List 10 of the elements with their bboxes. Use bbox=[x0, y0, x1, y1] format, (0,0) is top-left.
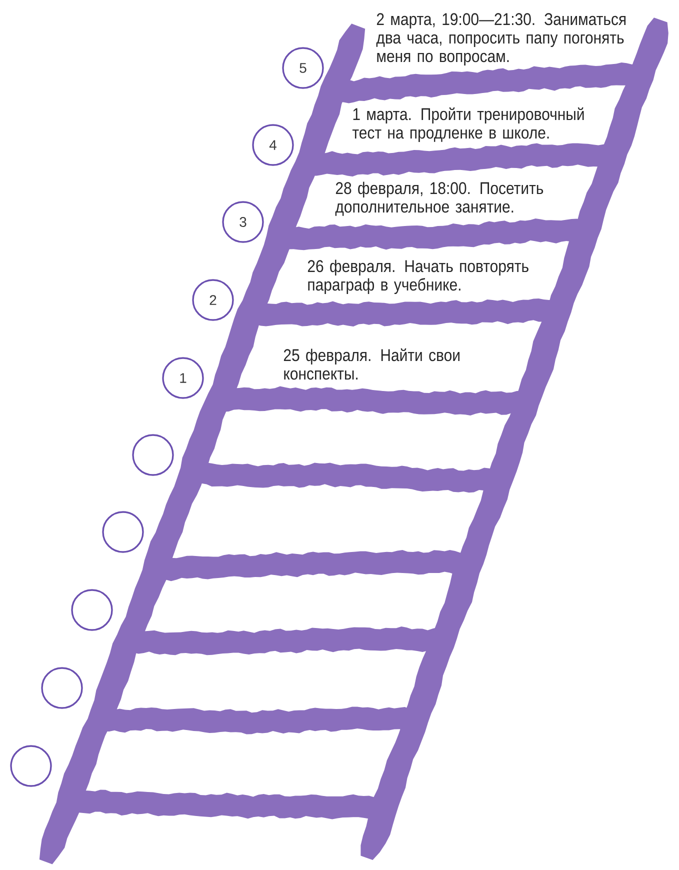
step-text: 1 марта. Пройти тренировочный тест на продленке в школе. bbox=[352, 107, 584, 142]
step-text: 26 февраля. Начать повторять параграф в учебнике. bbox=[308, 260, 528, 294]
empty-circle bbox=[102, 511, 144, 553]
empty-circle bbox=[132, 434, 174, 476]
empty-circle bbox=[10, 745, 52, 787]
step-text: 2 марта, 19:00—21:30. Заниматься два часа, попросить папу погонять меня по вопросам. bbox=[376, 13, 626, 66]
step-text: 25 февраля. Найти свои конспекты. bbox=[284, 348, 460, 380]
step-text: 28 февраля, 18:00. Посетить дополнительное занятие. bbox=[335, 182, 544, 216]
empty-circle bbox=[71, 589, 113, 631]
empty-circle bbox=[41, 667, 83, 709]
